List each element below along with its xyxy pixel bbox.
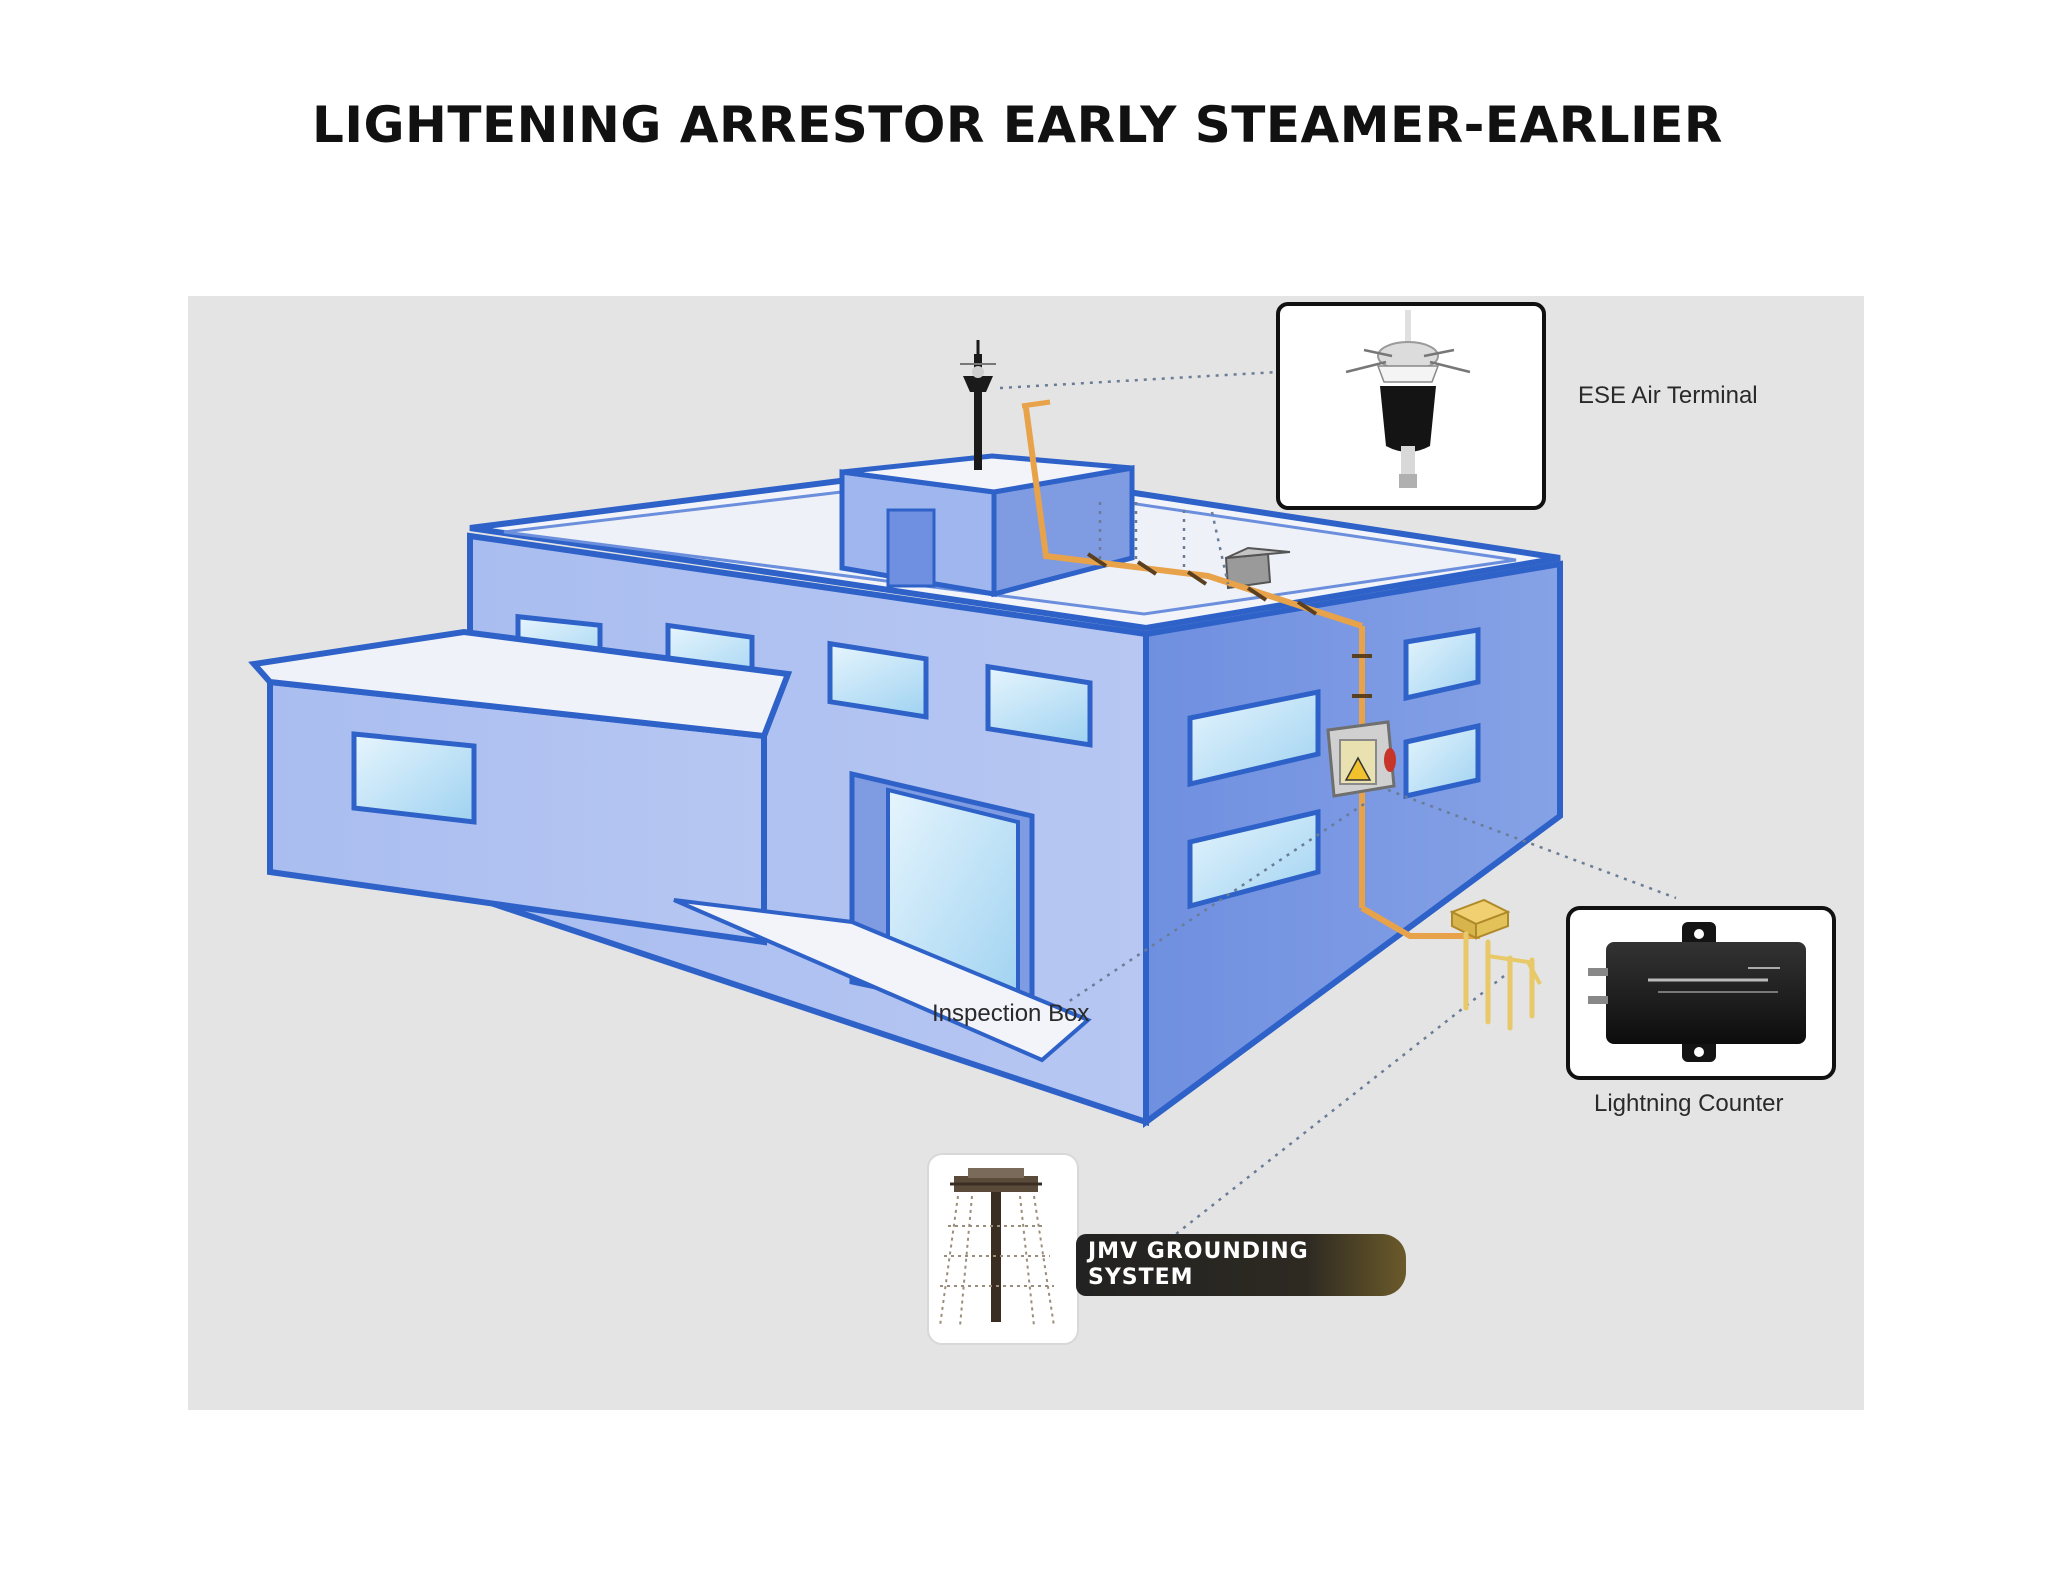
lightning-counter-callout: [1566, 906, 1836, 1080]
side-window: [1403, 627, 1481, 702]
lightning-counter-icon: [1588, 922, 1806, 1062]
air-terminal-callout: [1276, 302, 1546, 510]
entrance-floor: [673, 898, 1092, 1063]
side-window: [1187, 808, 1321, 910]
grounding-system-tag: JMV GROUNDING SYSTEM: [1076, 1234, 1406, 1296]
grounding-label-line-2: SYSTEM: [1088, 1265, 1194, 1290]
annex-roof: [248, 628, 793, 740]
roof-unit-top: [1225, 546, 1291, 559]
ese-air-terminal-icon: [960, 340, 996, 392]
leader-lines: [999, 370, 1677, 1235]
building: [248, 453, 1563, 1128]
air-terminal-label: ESE Air Terminal: [1578, 382, 1758, 409]
roof-box-door: [886, 508, 936, 588]
annex-window: [351, 731, 477, 825]
side-window: [1403, 722, 1481, 800]
earth-rod-icon: [1449, 898, 1542, 1031]
lightning-protection-diagram: ESE Air Terminal Inspection Box Lightnin…: [188, 296, 1864, 1410]
side-window: [1187, 688, 1321, 788]
grounding-pit-icon: [927, 1153, 1079, 1345]
window: [827, 640, 929, 720]
page-title: LIGHTENING ARRESTOR EARLY STEAMER-EARLIE…: [312, 96, 1723, 154]
inspection-box-icon: [1326, 720, 1396, 798]
roof-box-top: [841, 453, 1133, 495]
inspection-box-label: Inspection Box: [932, 1000, 1090, 1027]
grounding-label-line-1: JMV GROUNDING: [1088, 1239, 1309, 1264]
diagram-illustration: [248, 302, 1836, 1345]
lightning-counter-label: Lightning Counter: [1594, 1090, 1784, 1117]
air-terminal-detail-icon: [1345, 310, 1471, 488]
window: [985, 663, 1093, 748]
